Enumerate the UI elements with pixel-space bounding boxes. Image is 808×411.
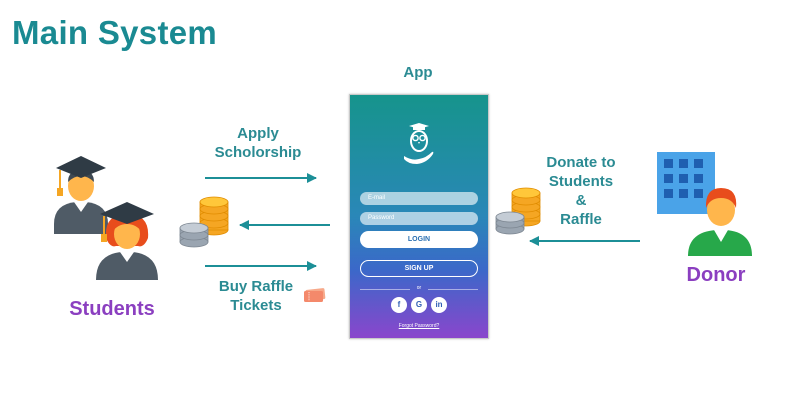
forgot-password-link[interactable]: Forgot Password? xyxy=(398,323,440,329)
buy-label-line1: Buy Raffle xyxy=(218,278,294,295)
divider-line-left xyxy=(360,289,410,290)
donate-label-line3: & xyxy=(575,192,587,209)
apply-label-line2: Scholorship xyxy=(214,144,302,161)
donate-label-line4: Raffle xyxy=(560,211,602,228)
donor-label: Donor xyxy=(686,264,746,286)
apply-scholarship-label: Apply Scholorship xyxy=(208,124,308,162)
donor-building-icon xyxy=(657,152,752,256)
donate-label-line2: Students xyxy=(548,173,614,190)
page-title: Main System xyxy=(12,14,218,51)
signup-button[interactable]: SIGN UP xyxy=(360,260,478,277)
linkedin-icon[interactable]: in xyxy=(431,297,447,313)
app-label: App xyxy=(403,64,433,81)
facebook-icon[interactable]: f xyxy=(391,297,407,313)
google-icon[interactable]: G xyxy=(411,297,427,313)
buy-raffle-label: Buy Raffle Tickets xyxy=(206,277,306,315)
email-field[interactable]: E-mail xyxy=(360,192,478,205)
password-field[interactable]: Password xyxy=(360,212,478,225)
coin-stack-right-icon xyxy=(495,187,541,235)
app-phone-screen: E-mail Password LOGIN SIGN UP or f G in … xyxy=(349,94,489,339)
divider-line-right xyxy=(428,289,478,290)
login-button[interactable]: LOGIN xyxy=(360,231,478,248)
students-graduates-icon xyxy=(54,156,158,280)
or-divider: or xyxy=(360,285,478,293)
apply-label-line1: Apply xyxy=(237,125,279,142)
donate-label: Donate to Students & Raffle xyxy=(533,153,629,229)
raffle-ticket-icon xyxy=(304,288,326,302)
or-text: or xyxy=(416,285,422,291)
donate-label-line1: Donate to xyxy=(546,154,616,171)
owl-logo-icon xyxy=(404,123,434,164)
buy-label-line2: Tickets xyxy=(230,297,282,314)
coin-stack-left-icon xyxy=(179,196,229,248)
students-label: Students xyxy=(69,298,155,320)
